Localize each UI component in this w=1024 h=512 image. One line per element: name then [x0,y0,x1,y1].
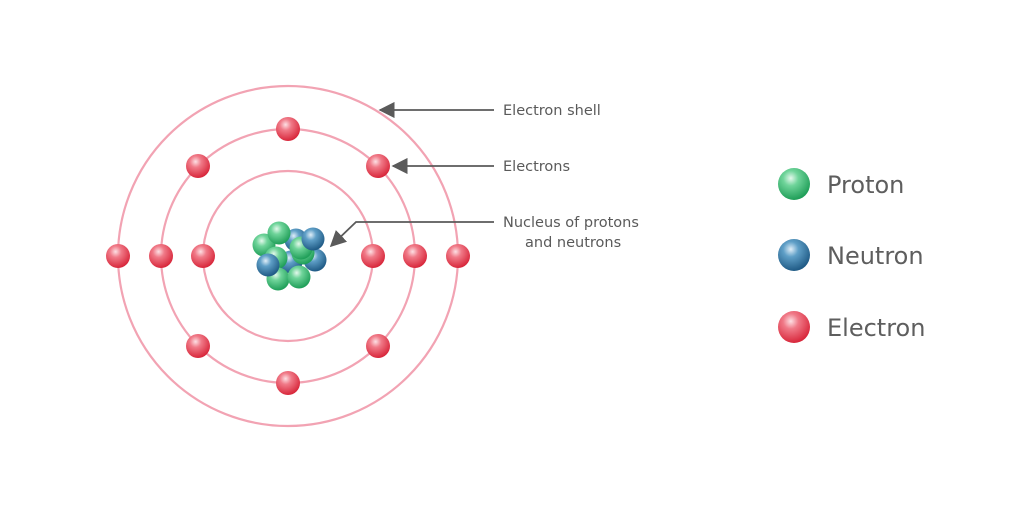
electron [186,334,210,358]
legend-neutron-icon [778,239,810,271]
legend: Proton Neutron Electron [778,168,925,343]
electron [403,244,427,268]
legend-neutron-label: Neutron [827,242,924,270]
nucleus-label-line2: and neutrons [525,235,621,251]
nucleus-arrow [329,221,494,248]
electron [186,154,210,178]
legend-electron-label: Electron [827,314,925,342]
nucleus [252,221,327,291]
neutron [301,227,325,251]
electron [366,154,390,178]
proton [287,265,311,289]
electron [446,244,470,268]
proton [267,221,291,245]
electron [361,244,385,268]
electron [191,244,215,268]
electron [276,117,300,141]
electron-shell-label: Electron shell [503,103,601,119]
neutron [256,253,280,277]
electron [106,244,130,268]
legend-proton-icon [778,168,810,200]
electron [366,334,390,358]
legend-proton-label: Proton [827,171,904,199]
legend-electron-icon [778,311,810,343]
electron [149,244,173,268]
nucleus-label-line1: Nucleus of protons [503,215,639,231]
electrons-label: Electrons [503,159,570,175]
electrons [106,117,470,395]
annotation-arrows [329,101,494,248]
electron [276,371,300,395]
